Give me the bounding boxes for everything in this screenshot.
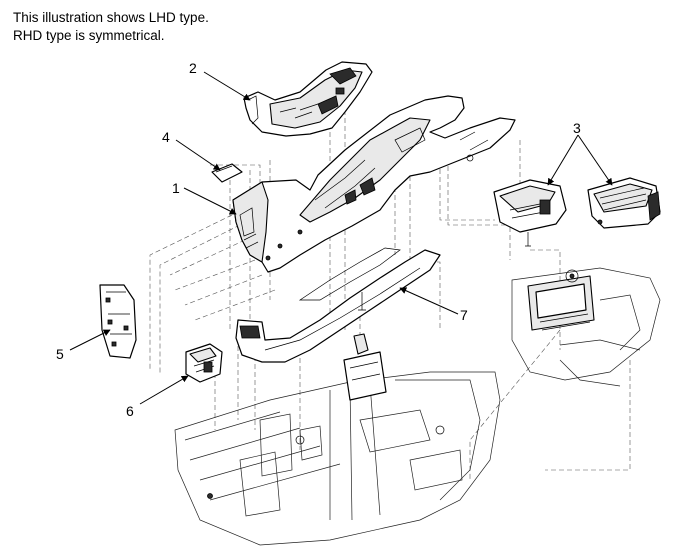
part-1-floor-console	[232, 95, 516, 273]
dashboard-center-stack-inset	[511, 267, 661, 387]
callout-numbers: 1 2 3 4 5 6 7	[56, 60, 581, 419]
callout-5: 5	[56, 346, 64, 362]
vehicle-floor-structure	[174, 333, 501, 546]
part-6-switch-module	[185, 343, 223, 383]
callout-leaders	[69, 71, 613, 405]
callout-3: 3	[573, 120, 581, 136]
callout-4: 4	[162, 129, 170, 145]
callout-1: 1	[172, 180, 180, 196]
callout-6: 6	[126, 403, 134, 419]
callout-7: 7	[460, 307, 468, 323]
part-2-upper-console-cover	[243, 61, 373, 137]
note-line-2: RHD type is symmetrical.	[13, 28, 165, 43]
part-3-left-box	[493, 179, 567, 247]
part-7-air-duct	[235, 247, 441, 363]
callout-2: 2	[189, 60, 197, 76]
note-line-1: This illustration shows LHD type.	[13, 10, 209, 25]
part-4-pad	[211, 163, 243, 183]
illustration-note: This illustration shows LHD type. RHD ty…	[13, 9, 209, 45]
part-3-right-box	[587, 177, 661, 229]
part-5-side-trim-panel	[99, 284, 137, 359]
